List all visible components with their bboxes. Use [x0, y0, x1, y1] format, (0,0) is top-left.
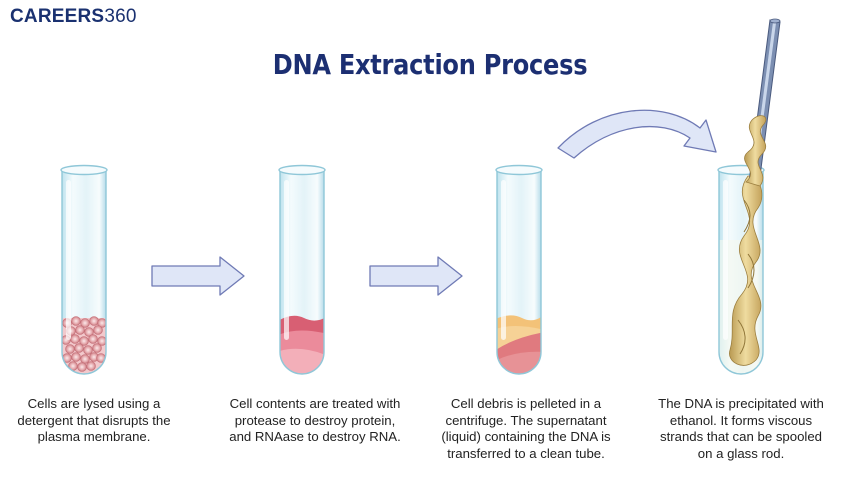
- cell-contents-liquid: [280, 315, 324, 374]
- tube-1: [60, 164, 108, 375]
- dna-on-rod: [744, 115, 767, 187]
- dna-strands: [729, 175, 763, 366]
- arrow-step-1-to-2: [151, 256, 245, 296]
- curved-arrow-step-3-to-4: [557, 109, 717, 159]
- tube-4: [717, 164, 765, 375]
- careers360-logo: CAREERS360: [10, 6, 137, 28]
- caption-step-4: The DNA is precipitated with ethanol. It…: [658, 396, 824, 461]
- logo-brand: CAREERS: [10, 6, 105, 27]
- logo-number: 360: [104, 6, 137, 27]
- caption-step-1: Cells are lysed using a detergent that d…: [17, 396, 171, 444]
- supernatant-and-pellet: [497, 314, 541, 374]
- caption-step-3: Cell debris is pelleted in a centrifuge.…: [441, 396, 611, 461]
- caption-step-2: Cell contents are treated with protease …: [229, 396, 401, 444]
- arrow-step-2-to-3: [369, 256, 463, 296]
- tube-2: [278, 164, 326, 375]
- tube-3: [495, 164, 543, 375]
- diagram-title: DNA Extraction Process: [272, 48, 588, 81]
